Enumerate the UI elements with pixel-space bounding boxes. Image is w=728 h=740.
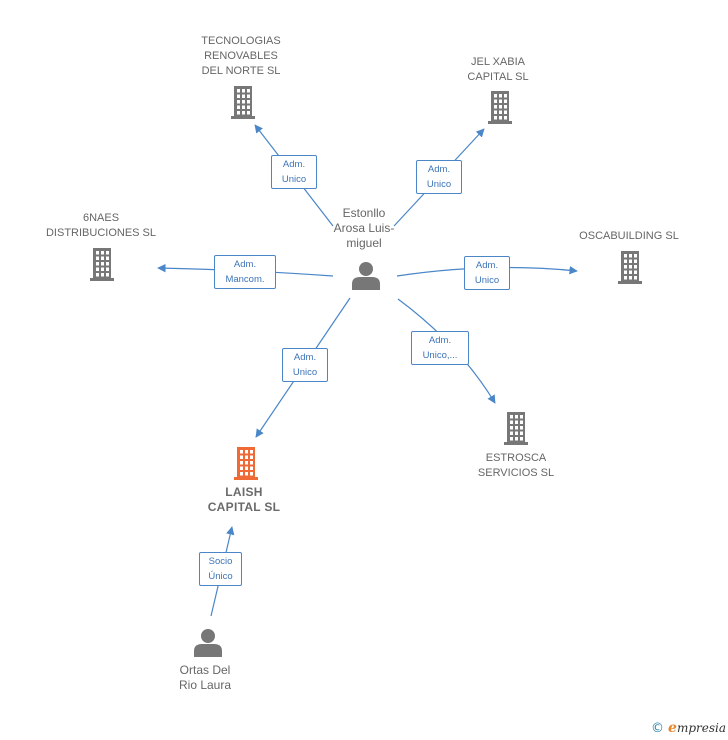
company-label-tecnologias[interactable]: TECNOLOGIAS RENOVABLES DEL NORTE SL <box>186 34 296 79</box>
relation-label-line: Adm. <box>233 259 257 270</box>
relation-label-line: Unico <box>281 174 307 185</box>
brand-logo-letter: e <box>668 720 677 736</box>
relation-label-line: Adm. <box>475 260 499 271</box>
company-label-oscabuilding[interactable]: OSCABUILDING SL <box>568 229 690 244</box>
company-name-line: SERVICIOS SL <box>477 467 555 479</box>
building-icon-6naes[interactable] <box>90 248 114 281</box>
person-icon-secondary[interactable] <box>194 629 222 657</box>
relation-label-line: Adm. <box>427 164 451 175</box>
company-name-line: 6NAES <box>82 212 120 224</box>
central-person-name[interactable]: Estonllo Arosa Luis- miguel <box>318 206 410 251</box>
relation-label-oscabuilding[interactable]: Adm. Unico <box>464 256 510 290</box>
company-name-line: LAISH <box>225 485 263 499</box>
building-icon-laish[interactable] <box>234 447 258 480</box>
company-name-line: RENOVABLES <box>204 50 278 62</box>
relation-label-estrosca[interactable]: Adm. Unico,... <box>411 331 469 365</box>
company-label-jel[interactable]: JEL XABIA CAPITAL SL <box>448 55 548 85</box>
company-label-laish[interactable]: LAISH CAPITAL SL <box>190 485 298 515</box>
central-person-name-line: miguel <box>346 236 382 250</box>
relation-label-line: Unico <box>474 275 500 286</box>
secondary-person-name-line: Ortas Del <box>179 663 231 677</box>
relation-label-line: Unico <box>426 179 452 190</box>
relation-label-tecnologias[interactable]: Adm. Unico <box>271 155 317 189</box>
person-icon-central[interactable] <box>352 262 380 290</box>
company-label-estrosca[interactable]: ESTROSCA SERVICIOS SL <box>462 451 570 481</box>
relation-label-jel[interactable]: Adm. Unico <box>416 160 462 194</box>
company-name-line: JEL XABIA <box>470 56 525 68</box>
company-name-line: OSCABUILDING SL <box>579 230 679 242</box>
company-name-line: TECNOLOGIAS <box>201 35 281 47</box>
brand-footer: ©empresia <box>651 720 726 736</box>
central-person-name-line: Arosa Luis- <box>333 221 395 235</box>
relation-label-line: Mancom. <box>225 274 265 285</box>
secondary-person-name-line: Rio Laura <box>178 678 232 692</box>
relation-label-laish[interactable]: Adm. Unico <box>282 348 328 382</box>
company-label-6naes[interactable]: 6NAES DISTRIBUCIONES SL <box>36 211 166 241</box>
brand-logo-text: mpresia <box>676 721 726 735</box>
company-name-line: DISTRIBUCIONES SL <box>45 227 157 239</box>
secondary-person-name[interactable]: Ortas Del Rio Laura <box>160 663 250 693</box>
company-name-line: ESTROSCA <box>485 452 547 464</box>
building-icon-jel[interactable] <box>488 91 512 124</box>
central-person-name-line: Estonllo <box>342 206 386 220</box>
relation-label-line: Socio <box>208 556 233 567</box>
company-name-line: CAPITAL SL <box>467 71 529 83</box>
company-name-line: DEL NORTE SL <box>201 65 281 77</box>
copyright-icon: © <box>651 721 665 736</box>
company-name-line: CAPITAL SL <box>207 500 281 514</box>
relation-label-line: Único <box>208 571 233 582</box>
building-icon-oscabuilding[interactable] <box>618 251 642 284</box>
building-icon-estrosca[interactable] <box>504 412 528 445</box>
relation-label-line: Unico,... <box>422 350 458 361</box>
relation-label-line: Adm. <box>282 159 306 170</box>
building-icon-tecnologias[interactable] <box>231 86 255 119</box>
relation-label-line: Adm. <box>428 335 452 346</box>
relation-label-socio[interactable]: Socio Único <box>199 552 242 586</box>
relation-label-line: Unico <box>292 367 318 378</box>
relation-label-6naes[interactable]: Adm. Mancom. <box>214 255 276 289</box>
relation-label-line: Adm. <box>293 352 317 363</box>
